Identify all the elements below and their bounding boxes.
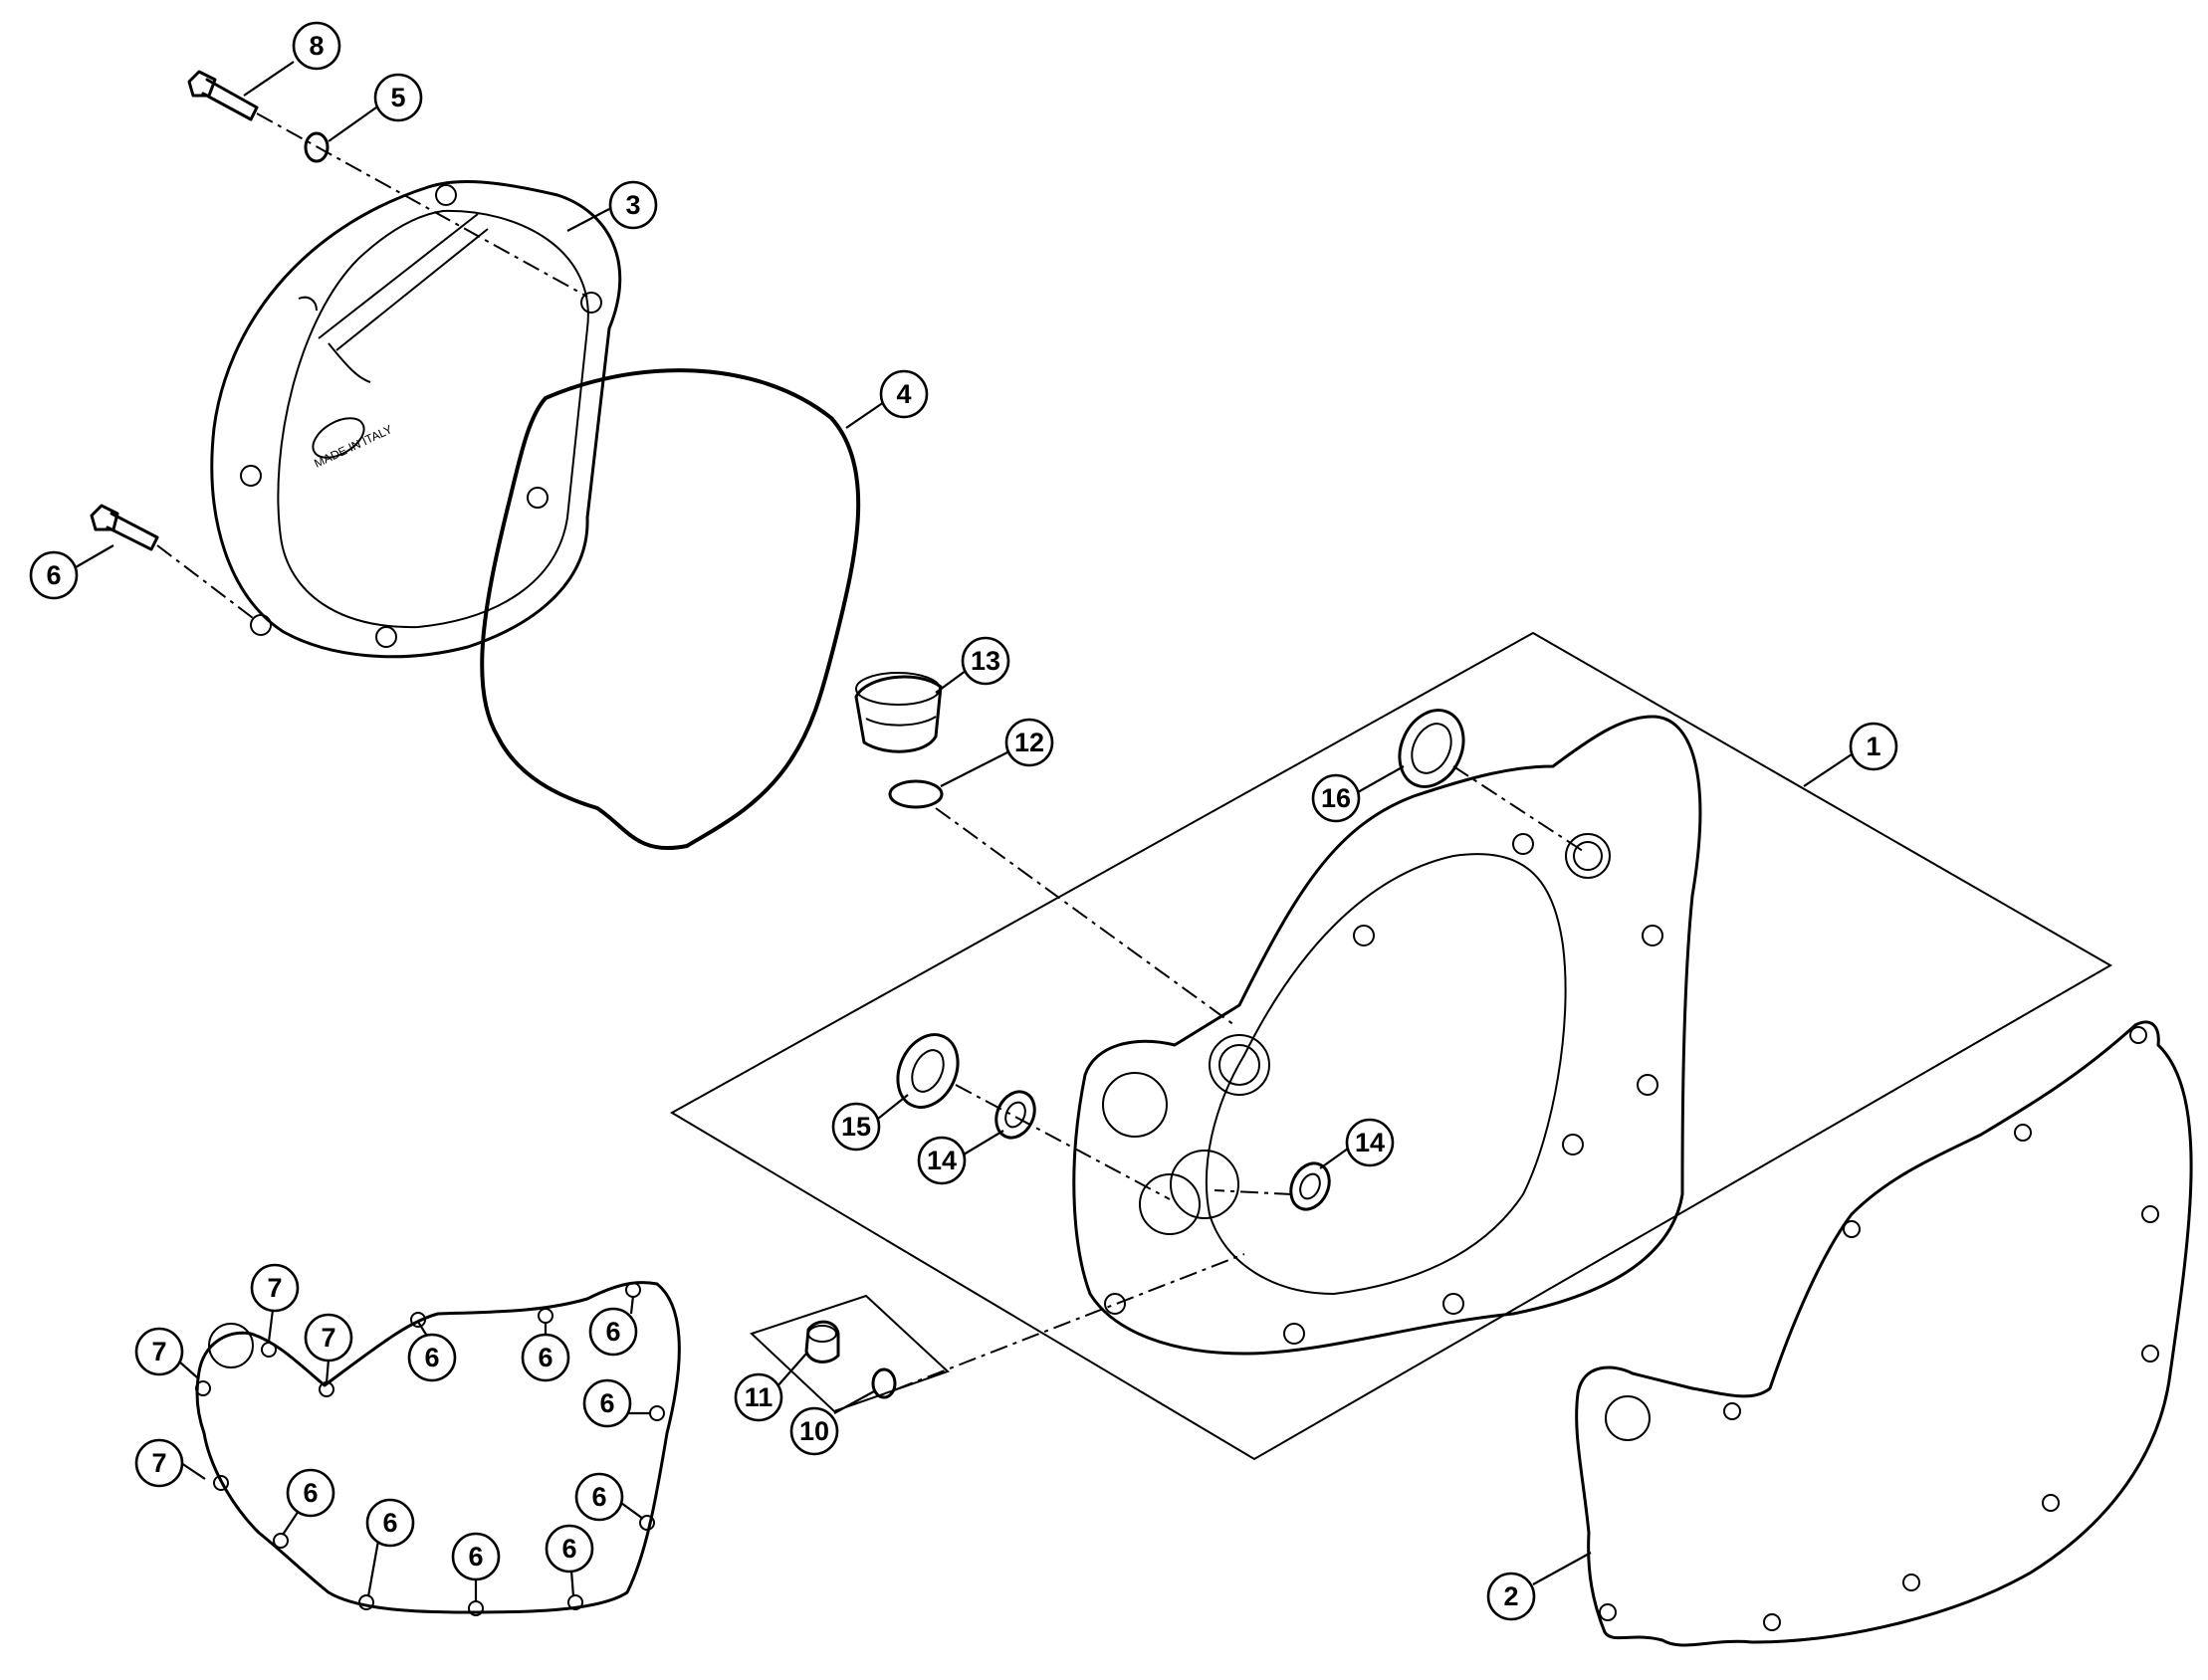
assembly-frame [669, 631, 2113, 1461]
o-ring-10 [871, 1367, 897, 1399]
bearing-14-right [1289, 1161, 1331, 1211]
inner-clutch-cover [1072, 715, 1702, 1356]
callout-6-g2: 6 [538, 1343, 552, 1372]
callout-15: 15 [841, 1112, 871, 1142]
seal-16 [1398, 709, 1465, 788]
callout-6-g3: 6 [605, 1317, 620, 1347]
callout-14-left: 14 [927, 1146, 957, 1175]
bolt-8 [187, 70, 259, 121]
filler-plug-13 [854, 672, 943, 753]
callout-7-b: 7 [151, 1337, 166, 1366]
callout-16: 16 [1321, 783, 1351, 813]
callout-4: 4 [896, 379, 911, 409]
callout-6-g6: 6 [561, 1534, 576, 1564]
callout-2: 2 [1503, 1581, 1518, 1611]
callouts: 8 5 3 4 6 13 12 1 16 15 [29, 21, 1898, 1621]
callout-3: 3 [625, 190, 640, 220]
o-ring-12 [888, 779, 944, 809]
callout-13: 13 [971, 646, 1000, 676]
screw-plug-11 [804, 1320, 840, 1364]
callout-7-c: 7 [321, 1323, 335, 1353]
washer-5 [304, 131, 330, 163]
bolt-6 [90, 504, 159, 551]
callout-5: 5 [390, 83, 405, 112]
seal-15 [896, 1033, 960, 1109]
callout-6-g1: 6 [424, 1343, 439, 1372]
clutch-cover: MADE IN ITALY [210, 180, 622, 659]
callout-6-g9: 6 [303, 1478, 318, 1508]
callout-6-g5: 6 [591, 1482, 606, 1512]
callout-8: 8 [309, 31, 324, 61]
callout-7-a: 7 [267, 1273, 282, 1303]
callout-11: 11 [745, 1382, 773, 1412]
callout-6-bolt: 6 [46, 560, 61, 590]
callout-6-g8: 6 [382, 1508, 397, 1538]
callout-1: 1 [1866, 732, 1880, 761]
callout-6-g4: 6 [599, 1388, 614, 1418]
callout-14-right: 14 [1355, 1128, 1385, 1157]
callout-10: 10 [799, 1416, 829, 1446]
callout-7-d: 7 [151, 1448, 166, 1478]
cover-o-ring [480, 368, 861, 850]
cover-gasket [1575, 1020, 2193, 1647]
callout-12: 12 [1014, 728, 1044, 757]
small-parts-frame [750, 1294, 950, 1413]
callout-6-g7: 6 [468, 1542, 483, 1572]
